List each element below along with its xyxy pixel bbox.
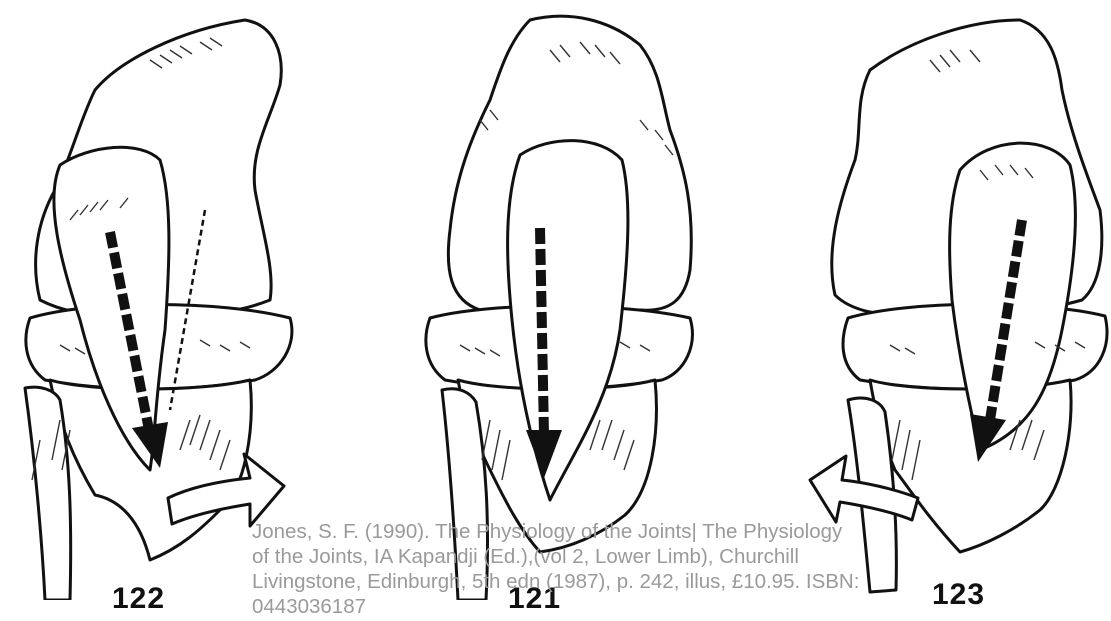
citation-caption: Jones, S. F. (1990). The Physiology of t… bbox=[252, 519, 862, 619]
knee-diagram-123: 123 bbox=[800, 0, 1111, 600]
knee-diagram-122: 122 bbox=[0, 0, 320, 600]
figure-number-123: 123 bbox=[932, 578, 985, 612]
knee-illustration-122 bbox=[0, 0, 320, 600]
knee-illustration-123 bbox=[800, 0, 1111, 600]
knee-diagram-121: 121 bbox=[400, 0, 720, 600]
knee-illustration-121 bbox=[400, 0, 720, 600]
figure-number-122: 122 bbox=[112, 582, 165, 616]
fibula-shape bbox=[25, 387, 71, 600]
